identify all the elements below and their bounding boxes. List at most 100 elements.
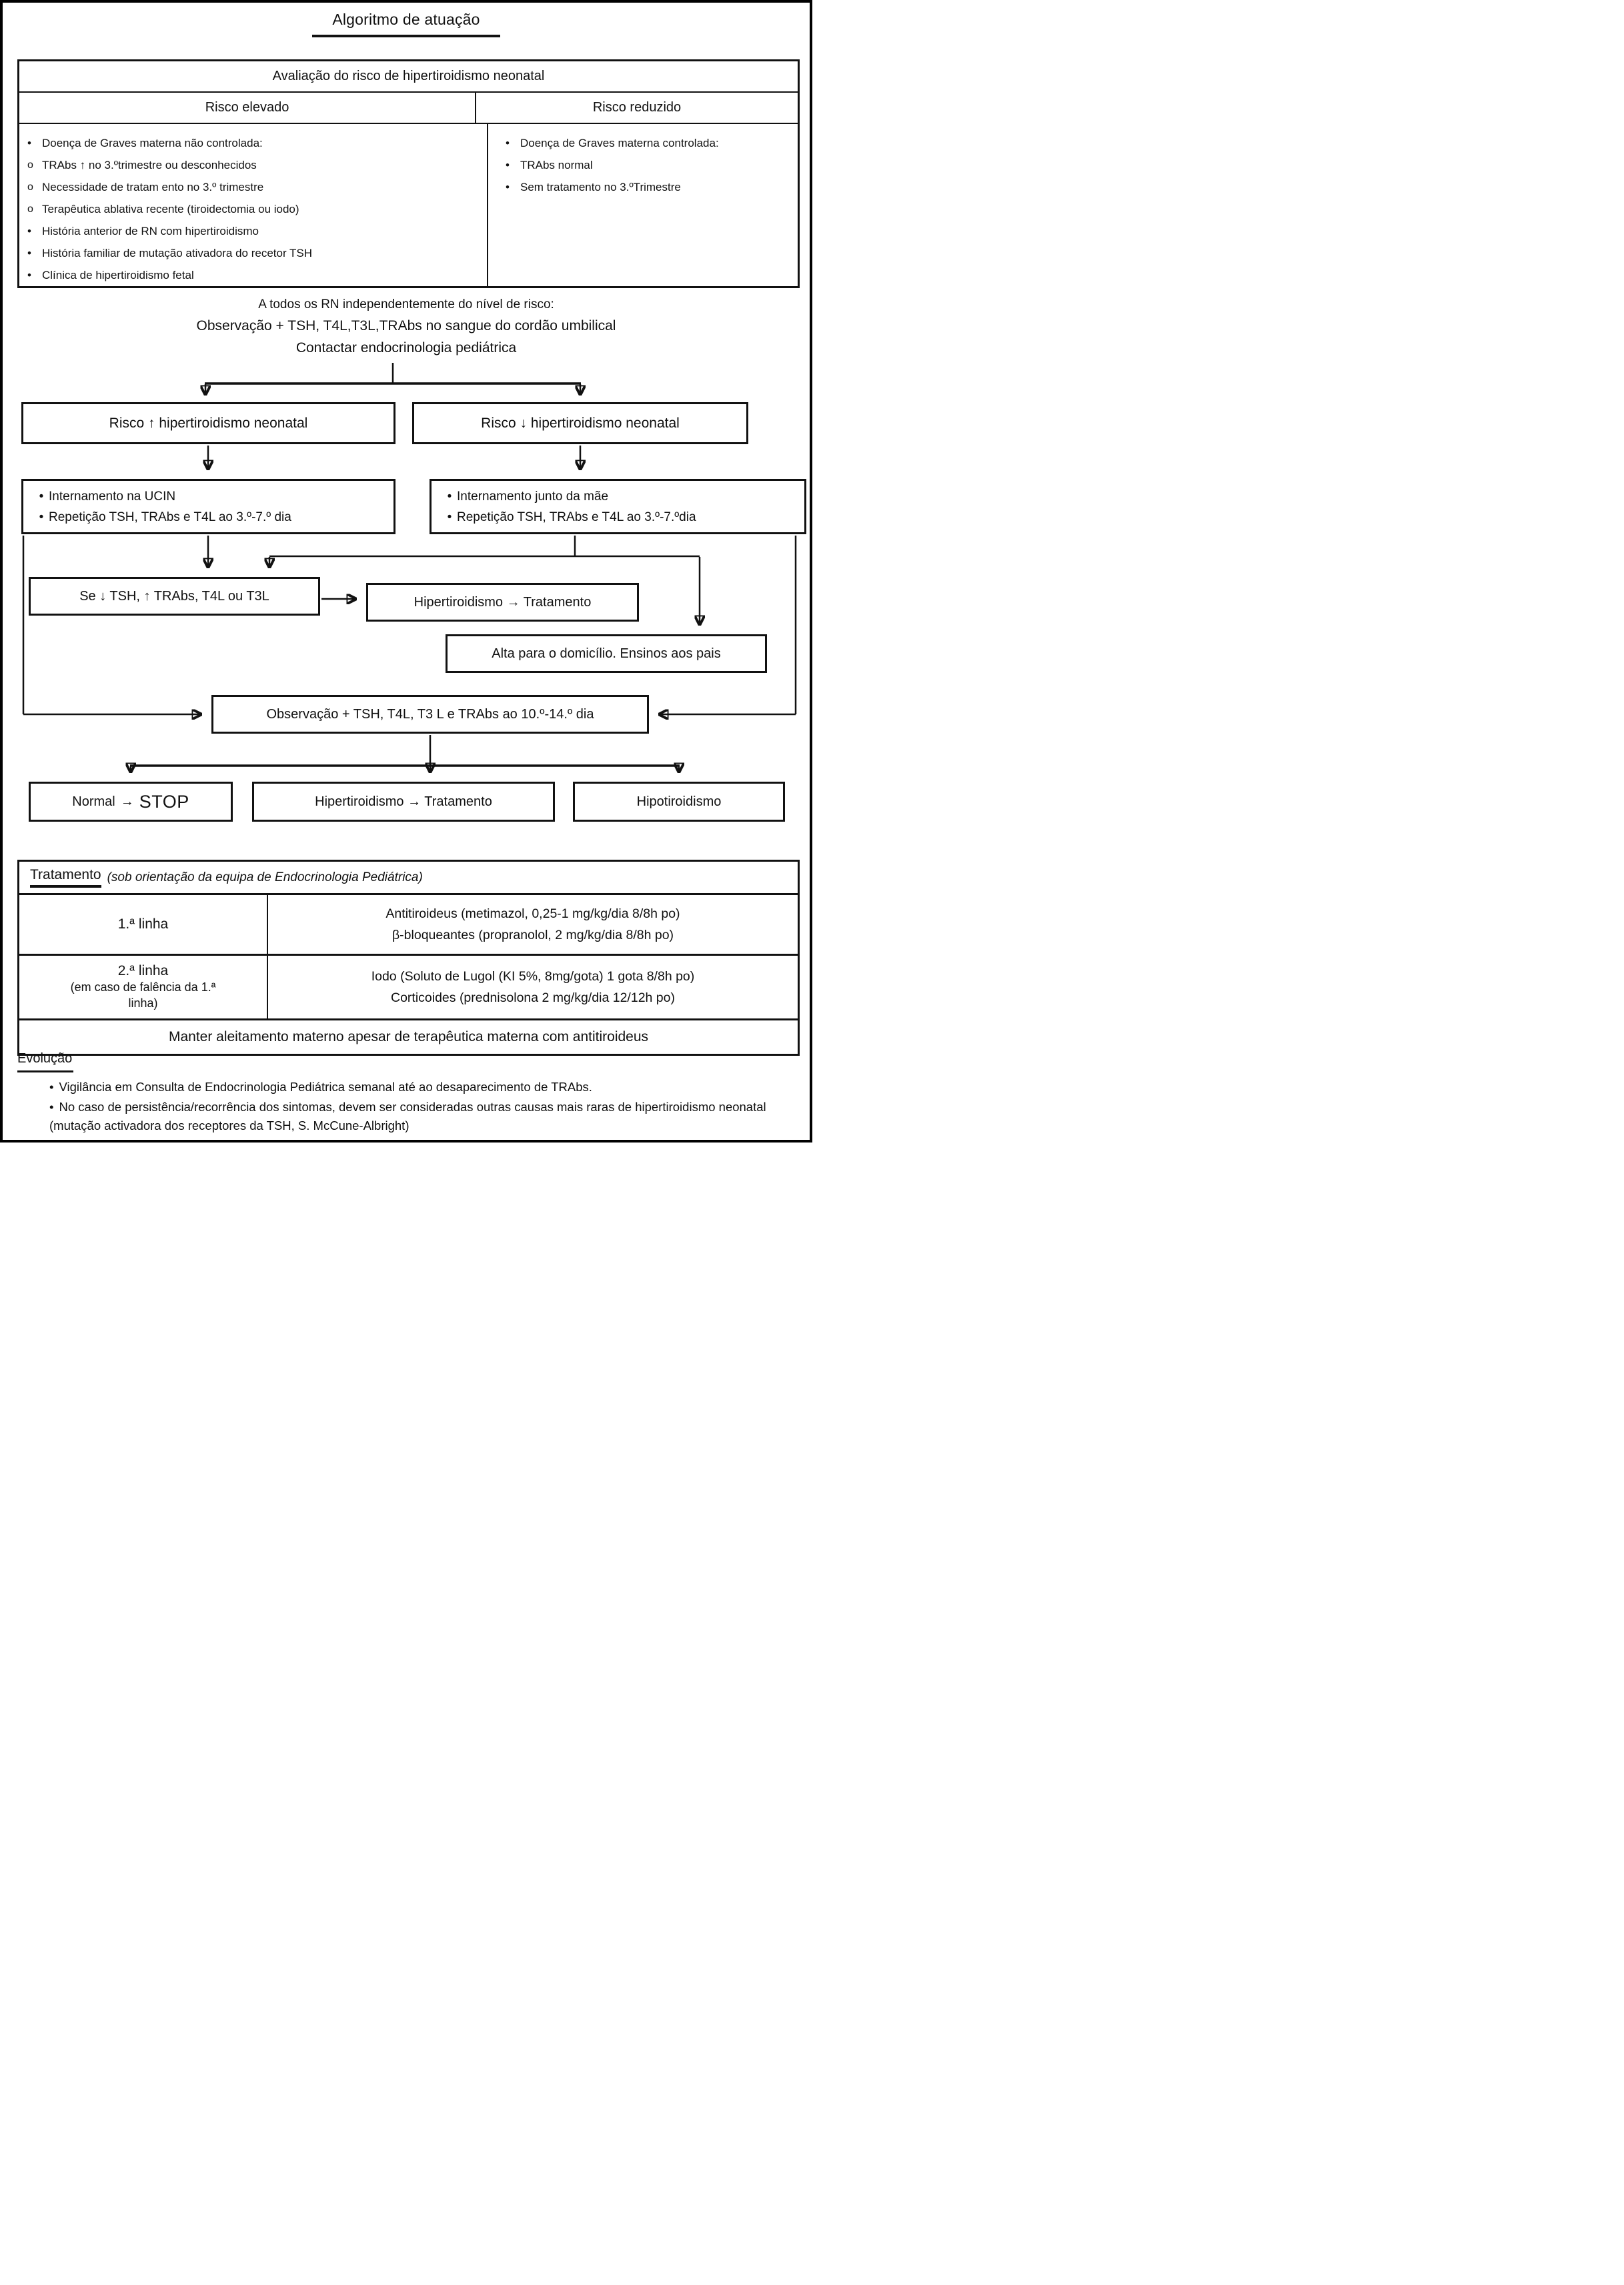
list-item-text: No caso de persistência/recorrência dos …	[49, 1100, 766, 1132]
list-item: o Necessidade de tratam ento no 3.º trime…	[27, 176, 483, 198]
right-arrow-glyph: →	[120, 794, 134, 809]
low-risk-column-label: Risco reduzido	[592, 100, 682, 115]
list-item-text: Doença de Graves materna controlada:	[520, 137, 719, 149]
note-line: Observação + TSH, T4L,T3L,TRAbs no sangu…	[196, 318, 616, 333]
list-item: • Doença de Graves materna controlada:	[506, 132, 794, 154]
low-risk-list: • Doença de Graves materna controlada: • T…	[488, 124, 798, 286]
bullet-marker: •	[27, 247, 31, 259]
treatment-row-second-line: 2.ª linha (em caso de falência da 1.ª li…	[19, 956, 798, 1020]
list-item-text: Necessidade de tratam ento no 3.º trimes…	[42, 181, 264, 193]
stop-label: STOP	[139, 791, 189, 812]
connector-note-split	[205, 363, 581, 393]
list-item-text: Vigilância em Consulta de Endocrinologia…	[59, 1080, 592, 1094]
evolution-heading: Evolução	[17, 1051, 74, 1072]
treatment-line: Antitiroideus (metimazol, 0,25-1 mg/kg/d…	[385, 906, 680, 921]
list-item-text: Internamento na UCIN	[49, 489, 176, 504]
list-item: • Internamento junto da mãe	[442, 486, 608, 507]
list-item-text: Internamento junto da mãe	[457, 489, 609, 504]
list-item: •No caso de persistência/recorrência dos…	[49, 1098, 800, 1135]
row-content-cell: Antitiroideus (metimazol, 0,25-1 mg/kg/d…	[268, 895, 798, 954]
normal-label: Normal	[72, 794, 115, 809]
high-risk-list: • Doença de Graves materna não controlada…	[19, 124, 488, 286]
list-item: o TRAbs ↑ no 3.ºtrimestre ou desconhecido…	[27, 154, 483, 176]
algorithm-figure: Algoritmo de atuação Avaliação do risco …	[0, 0, 812, 1142]
bullet-marker: •	[447, 510, 452, 524]
treatment-line: Corticoides (prednisolona 2 mg/kg/dia 12…	[390, 990, 675, 1005]
list-item: o Terapêutica ablativa recente (tiroidect…	[27, 198, 483, 220]
row-label-cell: 2.ª linha (em caso de falência da 1.ª li…	[19, 956, 268, 1018]
list-item: • TRAbs normal	[506, 154, 794, 176]
figure-title-wrap: Algoritmo de atuação	[3, 11, 810, 37]
risk-assessment-table: Avaliação do risco de hipertiroidismo ne…	[17, 59, 800, 288]
list-item-text: Doença de Graves materna não controlada:	[42, 137, 263, 149]
list-item: • Sem tratamento no 3.ºTrimestre	[506, 176, 794, 198]
treatment-table: Tratamento (sob orientação da equipa de …	[17, 860, 800, 1056]
flow-box-ucin: • Internamento na UCIN • Repetição TSH, TR…	[21, 479, 395, 534]
list-item: • História familiar de mutação ativadora …	[27, 242, 483, 264]
high-risk-column-label: Risco elevado	[19, 93, 476, 123]
breastfeeding-note: Manter aleitamento materno apesar de ter…	[168, 1029, 649, 1044]
list-item-text: História anterior de RN com hipertiroidi…	[42, 225, 259, 237]
circle-marker: o	[27, 203, 33, 215]
flow-box-risk-down: Risco ↓ hipertiroidismo neonatal	[412, 402, 748, 444]
list-item: • Internamento na UCIN	[34, 486, 175, 507]
flow-box-observation: Observação + TSH, T4L, T3 L e TRAbs ao 1…	[211, 695, 649, 734]
list-item: • História anterior de RN com hipertiroid…	[27, 220, 483, 242]
treatment-title-note: (sob orientação da equipa de Endocrinolo…	[107, 870, 423, 884]
list-item: • Doença de Graves materna não controlada…	[27, 132, 483, 154]
note-line: Contactar endocrinologia pediátrica	[295, 340, 517, 355]
all-newborns-note: A todos os RN independentemente do nível…	[3, 295, 810, 359]
flow-box-discharge: Alta para o domicílio. Ensinos aos pais	[446, 634, 767, 673]
figure-title: Algoritmo de atuação	[312, 11, 500, 37]
risk-table-subheader-row: Risco elevado Risco reduzido	[19, 93, 798, 124]
treatment-row-first-line: 1.ª linha Antitiroideus (metimazol, 0,25…	[19, 895, 798, 956]
treatment-line: Iodo (Soluto de Lugol (KI 5%, 8mg/gota) …	[371, 969, 695, 984]
bullet-marker: •	[27, 269, 31, 281]
flow-box-risk-up: Risco ↑ hipertiroidismo neonatal	[21, 402, 395, 444]
list-item-text: Repetição TSH, TRAbs e T4L ao 3.º-7.º di…	[49, 510, 291, 524]
bullet-marker: •	[27, 137, 31, 149]
row-label-cell: 1.ª linha	[19, 895, 268, 954]
list-item-text: Terapêutica ablativa recente (tiroidecto…	[42, 203, 299, 215]
bullet-marker: •	[49, 1100, 54, 1114]
treatment-line: β-bloqueantes (propranolol, 2 mg/kg/dia …	[391, 928, 674, 942]
circle-marker: o	[27, 181, 33, 193]
connector-mother-observation	[661, 536, 797, 714]
treatment-title: Tratamento	[30, 867, 101, 888]
bullet-marker: •	[506, 137, 510, 149]
bullet-marker: •	[39, 510, 44, 524]
flow-box-hyper-treatment-2: Hipertiroidismo → Tratamento	[252, 782, 555, 822]
row-label-note: (em caso de falência da 1.ª linha)	[70, 980, 216, 1010]
list-item: • Clínica de hipertiroidismo fetal	[27, 264, 483, 286]
flow-box-hypothyroidism: Hipotiroidismo	[573, 782, 785, 822]
bullet-marker: •	[447, 489, 452, 504]
flow-box-if-abnormal: Se ↓ TSH, ↑ TRAbs, T4L ou T3L	[29, 577, 320, 616]
connector-ucin-observation	[22, 536, 199, 714]
list-item-text: Sem tratamento no 3.ºTrimestre	[520, 181, 681, 193]
list-item: • Vigilância em Consulta de Endocrinologi…	[49, 1078, 800, 1096]
list-item-text: TRAbs ↑ no 3.ºtrimestre ou desconhecidos	[42, 159, 257, 171]
flow-box-hyper-treatment: Hipertiroidismo → Tratamento	[366, 583, 639, 622]
risk-table-body: • Doença de Graves materna não controlada…	[19, 124, 798, 286]
flow-box-normal-stop: Normal → STOP	[29, 782, 233, 822]
list-item-text: Repetição TSH, TRAbs e T4L ao 3.º-7.ºdia	[457, 510, 696, 524]
bullet-marker: •	[506, 181, 510, 193]
connector-observation-split	[130, 735, 680, 770]
list-item-text: TRAbs normal	[520, 159, 593, 171]
bullet-marker: •	[27, 225, 31, 237]
treatment-table-header: Tratamento (sob orientação da equipa de …	[19, 862, 798, 895]
bullet-marker: •	[39, 489, 44, 504]
row-label: 2.ª linha	[117, 963, 169, 978]
evolution-heading-wrap: Evolução	[17, 1051, 74, 1072]
risk-table-header: Avaliação do risco de hipertiroidismo ne…	[19, 61, 798, 93]
list-item-text: Clínica de hipertiroidismo fetal	[42, 269, 194, 281]
row-label: 1.ª linha	[117, 916, 169, 932]
bullet-marker: •	[506, 159, 510, 171]
circle-marker: o	[27, 159, 33, 171]
flow-box-mother: • Internamento junto da mãe • Repetição TS…	[430, 479, 806, 534]
row-content-cell: Iodo (Soluto de Lugol (KI 5%, 8mg/gota) …	[268, 956, 798, 1018]
bullet-marker: •	[49, 1080, 54, 1094]
list-item-text: História familiar de mutação ativadora d…	[42, 247, 313, 259]
list-item: • Repetição TSH, TRAbs e T4L ao 3.º-7.º d…	[34, 507, 291, 528]
list-item: • Repetição TSH, TRAbs e T4L ao 3.º-7.ºdi…	[442, 507, 696, 528]
